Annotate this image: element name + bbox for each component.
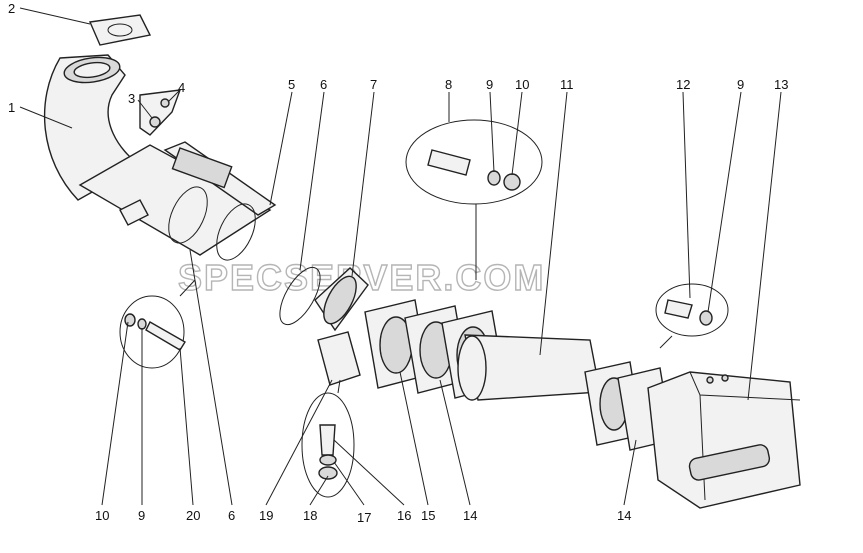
detail-bubble-bolt-kit-bottom — [301, 392, 355, 498]
callout-19: 19 — [259, 508, 273, 523]
exhaust-pipe-part-11 — [457, 334, 601, 401]
callout-13: 13 — [774, 77, 788, 92]
callout-9-bottom: 9 — [138, 508, 145, 523]
callout-20: 20 — [186, 508, 200, 523]
callout-2: 2 — [8, 1, 15, 16]
callout-14-middle: 14 — [463, 508, 477, 523]
detail-bubble-bolt-kit-left — [119, 295, 186, 369]
callout-8: 8 — [445, 77, 452, 92]
callout-10-bottom: 10 — [95, 508, 109, 523]
callout-14-right: 14 — [617, 508, 631, 523]
callout-leader-lines — [19, 7, 782, 506]
callout-17: 17 — [357, 510, 371, 525]
callout-9-top: 9 — [486, 77, 493, 92]
seal-ring-part-6 — [168, 186, 321, 326]
assembly-connector-lines — [179, 204, 673, 394]
detail-bubble-bolt-kit-top — [405, 119, 543, 205]
callout-16: 16 — [397, 508, 411, 523]
callout-18: 18 — [303, 508, 317, 523]
callout-7: 7 — [370, 77, 377, 92]
callout-3: 3 — [128, 91, 135, 106]
callout-1: 1 — [8, 100, 15, 115]
muffler-part-13 — [647, 371, 801, 509]
callout-15: 15 — [421, 508, 435, 523]
pipe-with-clamp-part-5 — [78, 141, 277, 256]
callout-12: 12 — [676, 77, 690, 92]
callout-11: 11 — [560, 77, 574, 92]
gasket-part-2 — [88, 14, 152, 46]
callout-6-top: 6 — [320, 77, 327, 92]
bracket-part-3-4 — [139, 89, 182, 136]
callout-10-top: 10 — [515, 77, 529, 92]
callout-5: 5 — [288, 77, 295, 92]
flange-part-7 — [314, 267, 369, 386]
callout-labels: 2 1 3 4 5 6 7 8 9 10 11 12 9 13 10 9 20 … — [8, 1, 788, 525]
detail-bubble-bolt-kit-right — [655, 283, 729, 337]
callout-6-bottom: 6 — [228, 508, 235, 523]
callout-9-right: 9 — [737, 77, 744, 92]
callout-4: 4 — [178, 80, 185, 95]
